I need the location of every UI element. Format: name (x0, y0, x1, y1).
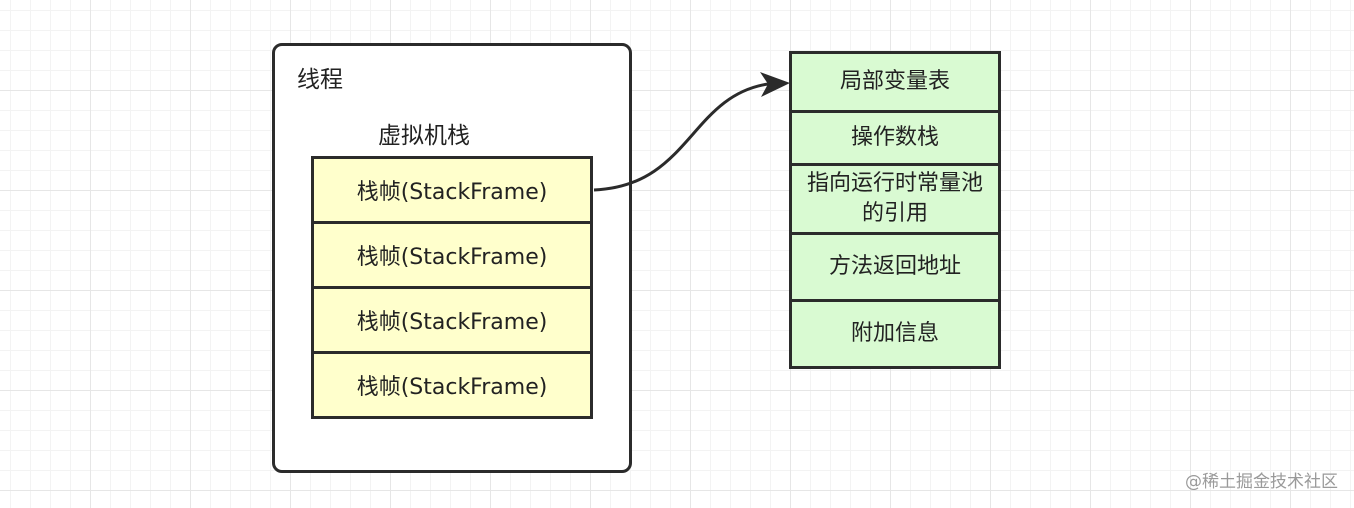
connector-arrowhead (760, 72, 790, 97)
runtime-constant-pool-reference: 指向运行时常量池的引用 (789, 163, 1001, 235)
connector-curve (593, 82, 769, 192)
additional-info: 附加信息 (789, 299, 1001, 369)
stack-frame: 栈帧(StackFrame) (311, 351, 593, 419)
thread-label: 线程 (297, 67, 343, 93)
vm-stack: 栈帧(StackFrame) 栈帧(StackFrame) 栈帧(StackFr… (311, 156, 593, 419)
vm-stack-label: 虚拟机栈 (378, 123, 470, 149)
return-address: 方法返回地址 (789, 232, 1001, 302)
local-variable-table: 局部变量表 (789, 51, 1001, 113)
operand-stack: 操作数栈 (789, 110, 1001, 166)
stack-frame: 栈帧(StackFrame) (311, 156, 593, 224)
stack-frame-detail: 局部变量表 操作数栈 指向运行时常量池的引用 方法返回地址 附加信息 (789, 51, 1001, 369)
watermark: @稀土掘金技术社区 (1185, 472, 1338, 492)
